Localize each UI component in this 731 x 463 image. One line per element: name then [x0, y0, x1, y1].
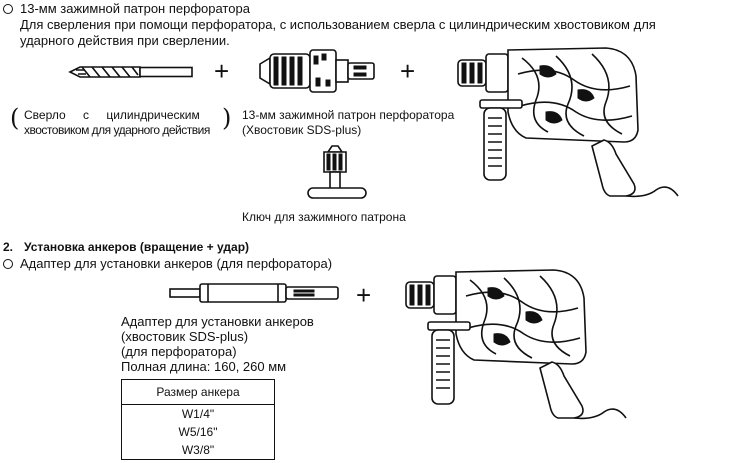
hammer-drill-illustration-2: [405, 269, 627, 420]
section2-heading: Установка анкеров (вращение + удар): [24, 240, 250, 254]
plus-sign-2: +: [400, 56, 416, 86]
table-row: W5/16": [122, 423, 275, 441]
anchor-size-cell: W1/4": [181, 407, 215, 421]
circle-bullet-icon: [3, 4, 13, 14]
adapter-caption-line3: (для перфоратора): [121, 344, 237, 359]
table-row: W1/4": [122, 405, 275, 424]
chuck-caption-line1: 13-мм зажимной патрон перфоратора: [242, 108, 455, 122]
anchor-size-table-header: Размер анкера: [121, 379, 275, 405]
section1-description-line2: ударного действия при сверлении.: [20, 33, 230, 48]
chuck-caption-line2: (Хвостовик SDS-plus): [242, 123, 362, 137]
drill-bit-caption-line1: Сверло с цилиндрическим: [24, 108, 200, 122]
plus-sign-1: +: [214, 56, 230, 86]
plus-sign-3: +: [356, 280, 372, 310]
anchor-size-cell: W3/8": [181, 443, 215, 457]
table-row: W3/8": [122, 441, 275, 460]
drill-bit-caption-paren-close: ): [222, 104, 232, 132]
drill-bit-caption-paren-open: (: [10, 104, 20, 132]
drill-bit-caption-line2: хвостовиком для ударного действия: [24, 123, 210, 137]
anchor-size-table-header-row: Размер анкера: [121, 379, 275, 405]
adapter-caption-line4: Полная длина: 160, 260 мм: [121, 359, 287, 374]
hammer-drill-illustration-1: [457, 47, 679, 198]
chuck-key-caption: Ключ для зажимного патрона: [242, 210, 406, 224]
section2-bullet-text: Адаптер для установки анкеров (для перфо…: [20, 256, 333, 271]
section1-heading: 13-мм зажимной патрон перфоратора: [20, 1, 250, 16]
section1-description-line1: Для сверления при помощи перфоратора, с …: [20, 17, 656, 32]
drill-bit-illustration: [68, 66, 193, 78]
section2-number: 2.: [3, 240, 14, 254]
anchor-size-cell: W5/16": [178, 425, 218, 439]
adapter-caption-line1: Адаптер для установки анкеров: [121, 314, 314, 329]
drill-chuck-illustration: [259, 49, 375, 93]
adapter-caption-line2: (хвостовик SDS-plus): [121, 329, 249, 344]
circle-bullet-icon: [3, 259, 13, 269]
anchor-size-table: Размер анкера W1/4" W5/16" W3/8": [121, 379, 275, 460]
anchor-adapter-illustration: [169, 283, 339, 303]
chuck-key-illustration: [307, 145, 367, 199]
